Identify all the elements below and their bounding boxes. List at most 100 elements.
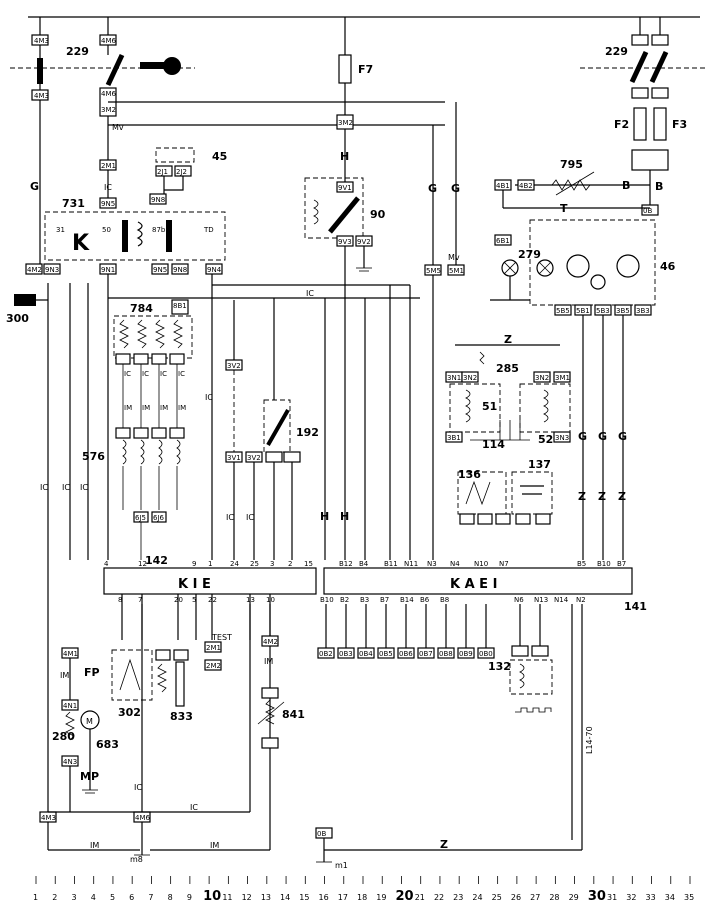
svg-text:3V2: 3V2 [227,362,241,370]
svg-text:IC: IC [124,370,131,378]
component-841: 4M2 IM 841 [257,635,305,749]
svg-text:IM: IM [124,404,132,412]
svg-text:5B5: 5B5 [556,307,570,315]
svg-text:300: 300 [6,312,29,325]
svg-text:H: H [320,510,329,523]
svg-text:G: G [428,182,437,195]
svg-text:2J1: 2J1 [157,168,168,176]
ref-code: L14-70 [585,726,594,754]
svg-text:731: 731 [62,197,85,210]
svg-text:0B3: 0B3 [339,650,353,658]
svg-text:136: 136 [458,468,481,481]
ecu-left-name: K I E [178,577,211,592]
svg-text:Mv: Mv [112,123,124,132]
grid-number: 35 [684,893,694,902]
svg-text:302: 302 [118,706,141,719]
svg-text:0B8: 0B8 [439,650,453,658]
ecu-left-bottom-pin: 8 [118,596,122,604]
svg-text:90: 90 [370,208,386,221]
svg-text:9N8: 9N8 [173,266,187,274]
grid-number: 22 [434,893,444,902]
svg-text:IC: IC [62,483,70,492]
svg-text:784: 784 [130,302,153,315]
grid-number: 15 [299,893,309,902]
ecu-right-pin: B10 [597,560,611,568]
svg-text:IC: IC [80,483,88,492]
grid-number: 18 [357,893,367,902]
svg-text:Z: Z [504,333,512,346]
svg-text:0B7: 0B7 [419,650,433,658]
svg-text:F7: F7 [358,63,373,76]
svg-text:51: 51 [482,400,497,413]
ecu-right-bottom-pin: B10 [320,596,334,604]
svg-text:TEST: TEST [211,633,232,642]
ecu-left-pin: 2 [288,560,292,568]
svg-text:9N1: 9N1 [101,266,115,274]
svg-text:0B9: 0B9 [459,650,473,658]
relay-731: 731 K 31 50 87b TD 4M2 9N3 9N1 9N5 9N8 9… [25,197,226,275]
svg-text:4M1: 4M1 [63,650,78,658]
svg-text:B: B [622,179,630,192]
svg-text:IC: IC [190,803,198,812]
svg-text:3N1: 3N1 [447,374,461,382]
ecu-right-bottom-pin: B8 [440,596,449,604]
svg-text:4M6: 4M6 [101,37,116,45]
svg-text:279: 279 [518,248,541,261]
svg-text:3B1: 3B1 [447,434,461,442]
ecu-142: 142 K I E [103,554,317,595]
component-795: 795 4B1 4B2 B T [494,158,650,215]
svg-text:142: 142 [145,554,168,567]
ecu-right-bottom-pin: B3 [360,596,369,604]
ecu-left-pin: 12 [138,560,147,568]
grid-number: 5 [110,893,115,902]
svg-text:6J6: 6J6 [153,514,165,522]
svg-text:229: 229 [605,45,628,58]
grid-number: 29 [569,893,579,902]
svg-text:IM: IM [90,841,99,850]
svg-text:137: 137 [528,458,551,471]
lower-left-components: 4M1 IM FP 4N1 280 M 683 302 833 MP 4N3 4… [39,560,271,864]
grid-number: 11 [222,893,232,902]
grid-number: 3 [71,893,76,902]
grid-number: 30 [588,889,606,904]
ecu-right-pin: N4 [450,560,460,568]
svg-text:4M2: 4M2 [27,266,42,274]
svg-text:5B3: 5B3 [596,307,610,315]
svg-text:5M1: 5M1 [449,267,464,275]
grid-number: 32 [626,893,636,902]
svg-text:4M3: 4M3 [41,814,56,822]
ignition-switch-right: 229 F2 F3 B 0B [580,17,705,216]
svg-text:841: 841 [282,708,305,721]
svg-text:3V1: 3V1 [227,454,241,462]
svg-text:3M2: 3M2 [338,119,353,127]
component-136: 136 [457,468,511,525]
grid-number: 4 [91,893,96,902]
svg-text:4N3: 4N3 [63,758,77,766]
key-icon [163,57,181,75]
grid-number: 17 [338,893,348,902]
svg-text:4M3: 4M3 [34,92,49,100]
svg-text:4N1: 4N1 [63,702,77,710]
grid-number: 21 [415,893,425,902]
ecu-right-bottom-pin: B2 [340,596,349,604]
svg-text:3N2: 3N2 [463,374,477,382]
ecu-right-bottom-pin: N14 [554,596,569,604]
svg-text:50: 50 [102,226,111,234]
svg-text:F3: F3 [672,118,687,131]
svg-text:0B: 0B [317,830,326,838]
grid-number: 2 [52,893,57,902]
svg-text:52: 52 [538,433,553,446]
svg-text:IC: IC [306,289,314,298]
svg-text:IM: IM [60,671,69,680]
svg-text:M: M [86,717,93,726]
svg-text:0B6: 0B6 [399,650,413,658]
ecu-left-bottom-pin: 7 [138,596,142,604]
svg-text:IC: IC [160,370,167,378]
svg-text:9V2: 9V2 [357,238,371,246]
component-132: 132 L14-70 [488,604,594,850]
grid-number: 10 [203,889,221,904]
ecu-left-pin: 1 [208,560,212,568]
fp-label: FP [84,666,100,679]
grid-number: 28 [549,893,559,902]
